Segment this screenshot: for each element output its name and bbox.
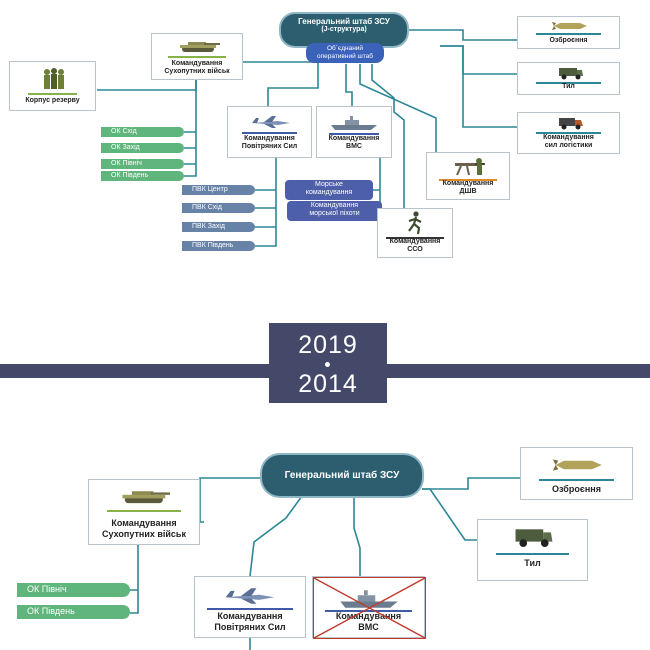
running-soldier-icon xyxy=(408,211,422,235)
year-box: 2019 2014 xyxy=(269,323,387,403)
pvk-west: ПВК Захід xyxy=(182,222,255,232)
year-2019: 2019 xyxy=(298,331,358,359)
line-bottom-hq-land xyxy=(199,477,262,523)
bottom-navy-box: Командування ВМС xyxy=(312,576,426,639)
joint-operational-hq: Об`єднаний оперативний штаб xyxy=(306,43,384,63)
logistics-box: Командування сил логістики xyxy=(517,112,620,154)
rear-box: Тил xyxy=(517,62,620,95)
bottom-armament-box: Озброєння xyxy=(520,447,633,500)
pvk-east: ПВК Схід xyxy=(182,203,255,213)
truck-icon xyxy=(515,529,553,547)
land-forces-label: Командування Сухопутних військ xyxy=(164,59,230,75)
line-bottom-land-ok xyxy=(130,545,139,614)
air-force-bar xyxy=(242,132,297,134)
bottom-air-force-label: Командування Повітряних Сил xyxy=(214,611,286,632)
tank-icon xyxy=(122,491,170,504)
bottom-general-staff-title: Генеральний штаб ЗСУ xyxy=(284,470,400,481)
bottom-land-forces-box: Командування Сухопутних військ xyxy=(88,479,200,545)
truck-icon xyxy=(559,68,583,80)
navy-label: Командування ВМС xyxy=(328,134,380,150)
general-staff-title: Генеральний штаб ЗСУ xyxy=(298,17,390,26)
line-bottom-hq-navy xyxy=(353,496,361,576)
warship-icon xyxy=(340,590,398,608)
dshv-label: Командування ДШВ xyxy=(442,179,494,195)
logistics-label: Командування сил логістики xyxy=(543,133,594,149)
line-land-ok xyxy=(184,80,197,177)
sso-label: Командування ССО xyxy=(389,237,441,253)
armament-label: Озброєння xyxy=(549,36,588,44)
line-hq-logistics xyxy=(440,45,517,128)
jet-icon xyxy=(225,588,275,604)
tank-icon xyxy=(180,42,220,52)
bottom-armament-label: Озброєння xyxy=(552,483,601,494)
warship-icon xyxy=(331,116,377,130)
land-forces-box: Командування Сухопутних військ xyxy=(151,33,243,80)
jet-icon xyxy=(252,116,290,128)
navy-bar xyxy=(329,133,379,135)
bottom-air-force-bar xyxy=(207,608,293,610)
line-hq-dshv xyxy=(359,64,437,152)
bottom-land-forces-label: Командування Сухопутних військ xyxy=(102,518,186,539)
reserve-label: Корпус резерву xyxy=(25,96,80,104)
maritime-command: Морське командування xyxy=(285,180,373,200)
sso-box: Командування ССО xyxy=(377,208,453,258)
sso-bar xyxy=(386,237,444,239)
line-land-reserve xyxy=(97,80,197,91)
soldiers-icon xyxy=(44,68,64,89)
navy-box: Командування ВМС xyxy=(316,106,392,158)
bottom-land-forces-bar xyxy=(107,510,181,512)
dshv-box: Командування ДШВ xyxy=(426,152,510,200)
line-hq-air xyxy=(267,52,319,106)
general-staff-box: Генеральний штаб ЗСУ (J-структура) xyxy=(281,14,407,46)
dshv-bar xyxy=(439,179,497,181)
year-2014: 2014 xyxy=(298,370,358,398)
missile-icon xyxy=(552,22,587,30)
logistics-bar xyxy=(536,132,601,134)
general-staff-subtitle: (J-структура) xyxy=(321,26,367,33)
reserve-corps-box: Корпус резерву xyxy=(9,61,96,111)
land-forces-bar xyxy=(168,56,226,58)
bottom-ok-north: ОК Північ xyxy=(17,583,130,597)
logistics-truck-icon xyxy=(559,118,583,130)
armament-box: Озброєння xyxy=(517,16,620,49)
machine-gun-icon xyxy=(455,158,485,176)
line-bottom-hq-air xyxy=(249,495,303,577)
ok-north: ОК Північ xyxy=(101,159,184,169)
line-hq-armament xyxy=(408,29,517,41)
bottom-armament-bar xyxy=(539,479,614,481)
air-force-label: Командування Повітряних Сил xyxy=(241,134,298,150)
line-hq-sso xyxy=(371,64,405,232)
missile-icon xyxy=(552,459,602,471)
bottom-navy-label: Командування ВМС xyxy=(335,611,402,632)
line-hq-navy xyxy=(345,64,353,106)
line-hq-rear xyxy=(440,45,517,75)
ok-east: ОК Схід xyxy=(101,127,184,137)
pvk-center: ПВК Центр xyxy=(182,185,255,195)
bottom-air-force-box: Командування Повітряних Сил xyxy=(194,576,306,638)
armament-bar xyxy=(536,33,601,35)
bottom-rear-box: Тил xyxy=(477,519,588,581)
line-bottom-hq-rear xyxy=(422,488,477,541)
bottom-general-staff-box: Генеральний штаб ЗСУ xyxy=(262,455,422,496)
bottom-rear-bar xyxy=(496,553,569,555)
bottom-ok-south: ОК Південь xyxy=(17,605,130,619)
pvk-south: ПВК Південь xyxy=(182,241,255,251)
line-bottom-hq-armament xyxy=(422,477,520,490)
cross-out-icon xyxy=(313,577,426,639)
rear-bar xyxy=(536,82,601,84)
year-separator-dot xyxy=(325,362,330,367)
rear-label: Тил xyxy=(562,82,575,90)
bottom-rear-label: Тил xyxy=(524,557,541,568)
ok-south: ОК Південь xyxy=(101,171,184,181)
bottom-navy-bar xyxy=(325,610,412,612)
marines-command: Командування морської піхоти xyxy=(287,201,382,221)
reserve-bar xyxy=(28,93,77,95)
ok-west: ОК Захід xyxy=(101,143,184,153)
line-air-pvk xyxy=(255,158,277,247)
air-force-box: Командування Повітряних Сил xyxy=(227,106,312,158)
